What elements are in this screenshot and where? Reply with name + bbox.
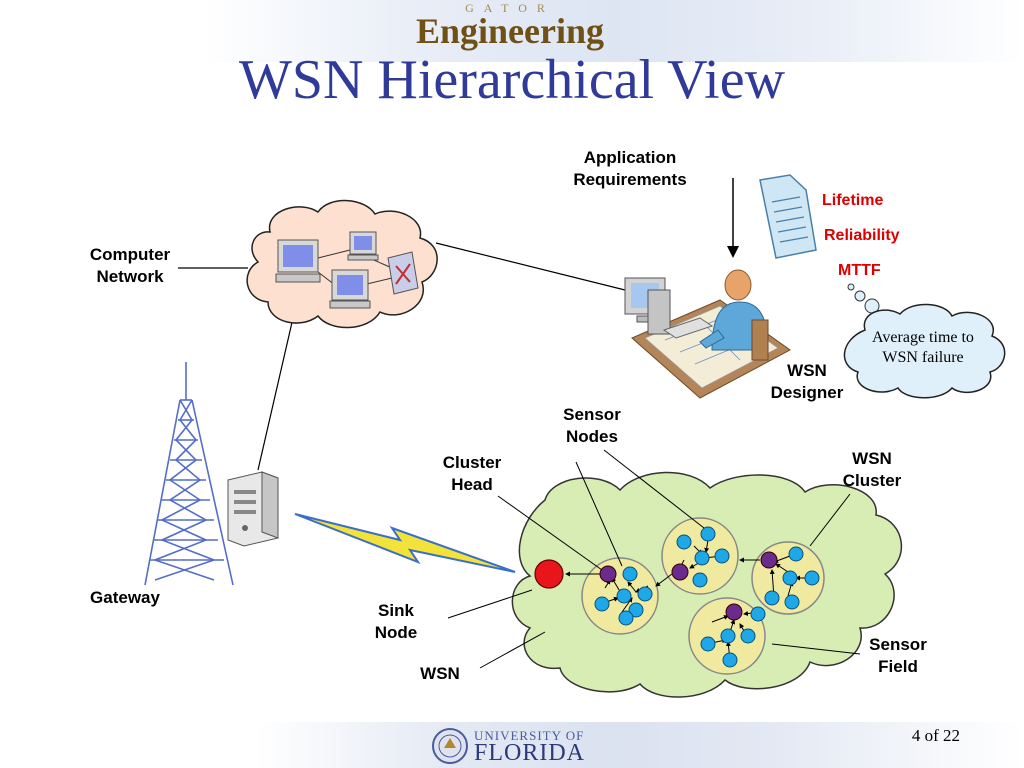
sensor-nodes-label: Sensor Nodes — [542, 404, 642, 448]
label-line: Sensor — [563, 405, 621, 424]
label-line: WSN failure — [882, 349, 964, 366]
sensor-node — [637, 586, 653, 602]
cluster-head-node — [725, 603, 743, 621]
label-line: Sensor — [869, 635, 927, 654]
uf-seal-icon — [432, 728, 468, 764]
sensor-node — [628, 602, 644, 618]
sensor-node — [700, 526, 716, 542]
sensor-node — [804, 570, 820, 586]
document-icon — [759, 174, 817, 259]
sensor-node — [722, 652, 738, 668]
sensor-node — [692, 572, 708, 588]
label-line: Designer — [770, 383, 844, 402]
label-line: Computer — [89, 245, 171, 264]
sensor-node — [694, 550, 710, 566]
cluster-head-label: Cluster Head — [422, 452, 522, 496]
connection-lines — [178, 242, 626, 471]
computer-icon — [275, 239, 321, 283]
sensor-node — [782, 570, 798, 586]
uf-small-text: UNIVERSITY OF — [474, 728, 585, 743]
sensor-node — [676, 534, 692, 550]
page-number: 4 of 22 — [911, 726, 960, 745]
cluster-heads — [599, 551, 778, 621]
sensor-node — [714, 548, 730, 564]
label-line: Average time to — [872, 329, 974, 346]
uf-big-text: FLORIDA — [474, 740, 586, 766]
wsn-label: WSN — [420, 664, 460, 683]
router-icon — [387, 251, 419, 295]
lifetime-label: Lifetime — [822, 192, 884, 209]
sensor-node — [784, 594, 800, 610]
sensor-node — [788, 546, 804, 562]
sink-node-label: Sink Node — [346, 600, 446, 644]
wsn-cluster-label: WSN Cluster — [822, 448, 922, 492]
wireless-link-icon — [294, 513, 516, 573]
computer-network-label: Computer Network — [70, 244, 190, 288]
reliability-label: Reliability — [824, 227, 900, 244]
sensor-node — [622, 566, 638, 582]
university-of-florida-logo: UNIVERSITY OF FLORIDA — [430, 724, 610, 768]
label-line: Node — [374, 623, 418, 642]
footer-band — [0, 722, 1024, 768]
logo-small-text: GATOR — [465, 1, 555, 15]
sensor-node — [700, 636, 716, 652]
wsn-designer-icon — [624, 269, 791, 399]
sensor-node — [750, 606, 766, 622]
application-requirements-label: Application Requirements — [552, 147, 708, 191]
logo-big-text: Engineering — [415, 11, 604, 51]
gateway-server-icon — [227, 471, 279, 547]
label-line: Cluster — [442, 453, 502, 472]
computer-icon — [347, 231, 379, 261]
label-line: Network — [96, 267, 164, 286]
label-line: WSN — [787, 361, 827, 380]
sensor-node — [720, 628, 736, 644]
sensor-nodes — [594, 526, 820, 668]
label-line: Requirements — [573, 170, 687, 189]
wsn-designer-label: WSN Designer — [752, 360, 862, 404]
label-line: WSN — [852, 449, 892, 468]
sensor-node — [740, 628, 756, 644]
label-line: Field — [878, 657, 918, 676]
computer-network-cloud — [246, 199, 438, 329]
bubble-text: Average time to WSN failure — [848, 328, 998, 368]
computer-icon — [329, 269, 371, 309]
cluster-head-node — [760, 551, 778, 569]
label-line: Application — [583, 148, 677, 167]
sensor-node — [618, 610, 634, 626]
label-line: Nodes — [566, 427, 618, 446]
label-line: Head — [451, 475, 493, 494]
callout-lines — [447, 449, 861, 669]
cluster-head-node — [671, 563, 689, 581]
slide-title: WSN Hierarchical View — [238, 49, 786, 111]
thought-bubble — [843, 283, 1006, 399]
sink-node — [534, 559, 564, 589]
sensor-node — [764, 590, 780, 606]
mttf-label: MTTF — [838, 262, 881, 279]
gateway-label: Gateway — [90, 588, 160, 607]
cluster-head-node — [599, 565, 617, 583]
sensor-node — [616, 588, 632, 604]
header-band — [0, 0, 1024, 62]
gator-engineering-logo: GATOR Engineering — [400, 1, 620, 51]
label-line: Sink — [378, 601, 414, 620]
sensor-node — [594, 596, 610, 612]
tower-icon — [144, 362, 234, 586]
sensor-field-label: Sensor Field — [848, 634, 948, 678]
label-line: Cluster — [842, 471, 902, 490]
